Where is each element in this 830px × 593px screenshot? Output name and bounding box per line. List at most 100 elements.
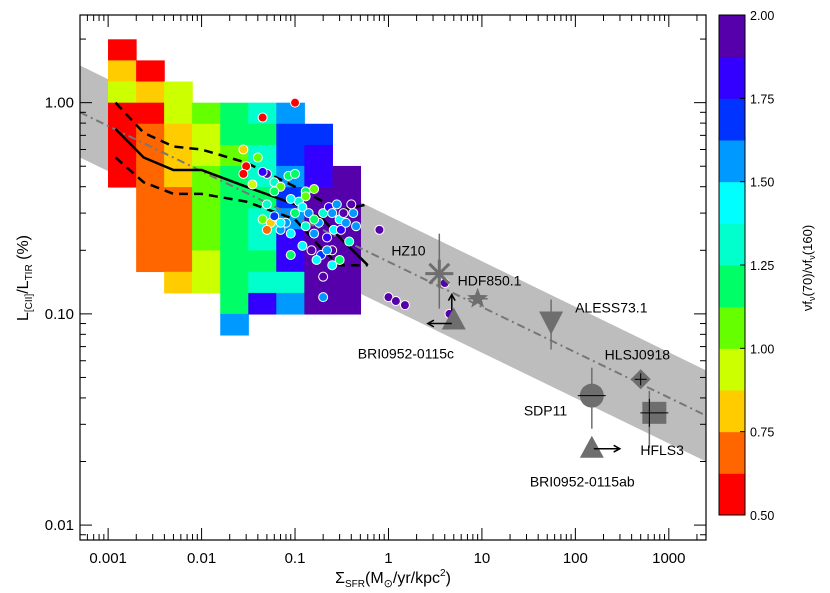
data-point bbox=[318, 271, 329, 282]
x-tick-label: 10 bbox=[474, 550, 491, 567]
grid-cell bbox=[276, 144, 305, 167]
source-label: HZ10 bbox=[391, 243, 425, 259]
data-point bbox=[252, 152, 263, 163]
data-point bbox=[331, 199, 342, 210]
colorbar-tick-label: 1.25 bbox=[750, 259, 774, 273]
colorbar-segment bbox=[719, 98, 745, 141]
data-point bbox=[327, 260, 338, 271]
data-point bbox=[261, 199, 272, 210]
grid-cell bbox=[164, 165, 193, 188]
grid-cell bbox=[192, 229, 221, 251]
source-label: BRI0952-0115c bbox=[358, 346, 454, 362]
grid-cell bbox=[220, 229, 249, 251]
x-tick-label: 100 bbox=[563, 550, 588, 567]
colorbar-segment bbox=[719, 431, 745, 474]
grid-cell bbox=[192, 165, 221, 188]
data-point bbox=[309, 228, 320, 239]
grid-cell bbox=[164, 250, 193, 273]
colorbar-label: νfν(70)/νfν(160) bbox=[800, 225, 817, 311]
colorbar-tick-label: 2.00 bbox=[750, 9, 774, 23]
grid-cell bbox=[248, 144, 277, 167]
data-point bbox=[309, 214, 320, 225]
colorbar-tick-label: 1.50 bbox=[750, 176, 774, 190]
limit-arrow-left bbox=[426, 319, 452, 328]
data-point bbox=[290, 168, 301, 179]
data-point bbox=[390, 296, 401, 307]
data-point bbox=[290, 208, 301, 219]
data-point bbox=[238, 144, 249, 155]
data-point bbox=[257, 166, 268, 177]
data-point bbox=[247, 179, 258, 190]
grid-cell bbox=[164, 144, 193, 167]
lower-dashed-line bbox=[114, 156, 368, 267]
data-point bbox=[344, 236, 355, 247]
data-point bbox=[285, 228, 296, 239]
grid-cell bbox=[192, 271, 221, 294]
source-aless73.1: ALESS73.1 bbox=[539, 299, 648, 350]
colorbar-segment bbox=[719, 15, 745, 58]
source-label: SDP11 bbox=[524, 403, 568, 419]
data-point bbox=[269, 186, 280, 197]
data-point bbox=[348, 208, 359, 219]
source-label: HLSJ0918 bbox=[605, 346, 671, 362]
grid-cell bbox=[276, 271, 305, 294]
grid-cell bbox=[136, 250, 165, 273]
data-point bbox=[297, 202, 308, 213]
grid-cell bbox=[164, 102, 193, 125]
grid-cell bbox=[192, 123, 221, 146]
grid-cell bbox=[164, 187, 193, 209]
source-hdf850.1: HDF850.1 bbox=[458, 273, 522, 308]
data-point bbox=[297, 240, 308, 251]
grid-cell bbox=[276, 102, 305, 125]
grid-cell bbox=[164, 271, 193, 294]
x-tick-label: 1000 bbox=[652, 550, 685, 567]
grid-cell bbox=[220, 102, 249, 125]
grid-cell bbox=[248, 292, 277, 315]
grid-cell bbox=[276, 250, 305, 273]
grid-cell bbox=[136, 81, 165, 104]
data-point bbox=[285, 249, 296, 260]
grid-cell bbox=[248, 123, 277, 146]
grid-cell bbox=[304, 165, 333, 188]
grid-cell bbox=[220, 123, 249, 146]
data-point bbox=[399, 300, 410, 311]
colorbar-tick-label: 1.75 bbox=[750, 92, 774, 106]
source-label: ALESS73.1 bbox=[575, 300, 648, 316]
grid-cell bbox=[276, 123, 305, 146]
data-point bbox=[322, 232, 333, 243]
grid-cell bbox=[108, 165, 137, 188]
x-tick-label: 0.1 bbox=[285, 550, 306, 567]
colorbar-segment bbox=[719, 223, 745, 266]
data-point bbox=[322, 245, 333, 256]
data-point bbox=[311, 254, 322, 265]
data-point bbox=[290, 97, 301, 108]
source-hlsj0918: HLSJ0918 bbox=[605, 346, 671, 390]
grid-cell bbox=[332, 165, 362, 188]
grid-cell bbox=[108, 81, 137, 104]
colorbar-tick-label: 0.50 bbox=[750, 509, 774, 523]
grid-cell bbox=[192, 208, 221, 230]
grid-cell bbox=[136, 165, 165, 188]
data-point bbox=[285, 193, 296, 204]
grid-cell bbox=[276, 292, 305, 315]
grid-cell bbox=[164, 123, 193, 146]
grid-cell bbox=[220, 187, 249, 209]
data-point bbox=[309, 184, 320, 195]
source-label: BRI0952-0115ab bbox=[530, 474, 635, 490]
colorbar-segment bbox=[719, 306, 745, 349]
data-point bbox=[338, 208, 349, 219]
x-axis-label: ΣSFR(M⊙/yr/kpc2) bbox=[335, 568, 451, 590]
y-axis-label: L[CII]/LTIR (%) bbox=[15, 235, 35, 321]
grid-cell bbox=[136, 187, 165, 209]
grid-cell bbox=[248, 229, 277, 251]
colorbar-segment bbox=[719, 473, 745, 516]
colorbar-tick-label: 1.00 bbox=[750, 342, 774, 356]
grid-cell bbox=[136, 60, 165, 82]
data-point bbox=[346, 199, 357, 210]
grid-cell bbox=[192, 250, 221, 273]
grid-cell bbox=[220, 313, 249, 336]
grid-cell bbox=[304, 123, 333, 146]
